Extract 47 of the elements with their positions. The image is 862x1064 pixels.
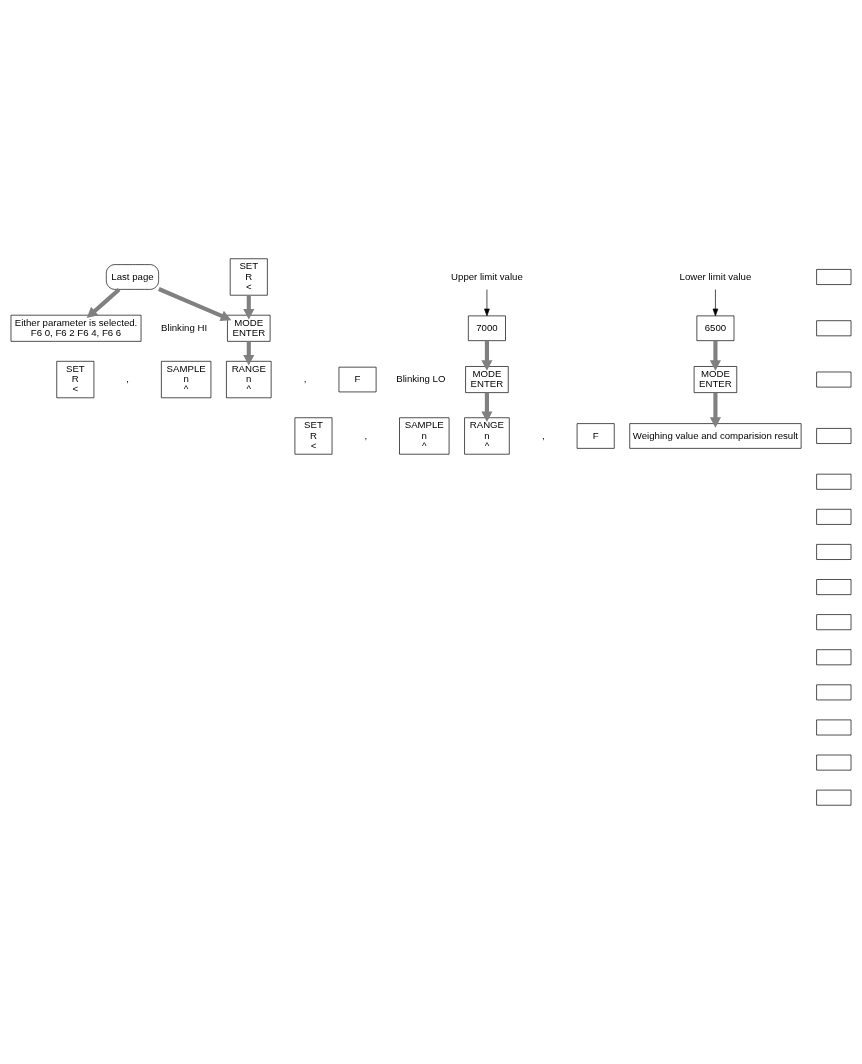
node-box: Weighing value and comparision result (629, 423, 802, 449)
node-box: SET R < (294, 417, 333, 455)
node-box: 6500 (696, 315, 735, 341)
node-box (816, 789, 852, 806)
node-box: Either parameter is selected. F6 0, F6 2 F6 4, F6 6 (10, 314, 142, 342)
arrow (86, 287, 121, 319)
arrow (712, 289, 719, 317)
node-box (816, 473, 852, 490)
node-box (816, 269, 852, 285)
node-box: RANGE n ^ (226, 360, 272, 399)
node-box (816, 649, 852, 666)
node-box (816, 684, 852, 701)
node-box (816, 579, 852, 595)
node-box: F (576, 423, 615, 449)
node-box (816, 371, 852, 388)
node-box: MODE ENTER (227, 314, 271, 342)
node-box: SAMPLE n ^ (161, 360, 212, 399)
node-box: MODE ENTER (693, 366, 738, 393)
node-box (816, 508, 852, 525)
label: , (303, 373, 307, 385)
node-text: Lower limit value (679, 270, 752, 282)
node-box (816, 719, 852, 736)
arrow (481, 340, 493, 371)
node-box (816, 754, 852, 771)
arrow (709, 340, 721, 371)
label: , (364, 429, 368, 441)
node-box: SET R < (56, 360, 95, 399)
node-box: SET R < (229, 258, 268, 296)
node-text: Upper limit value (451, 270, 523, 282)
node-box: 7000 (468, 315, 506, 341)
node-label: Blinking LO (396, 373, 446, 385)
node-box (816, 320, 852, 337)
node-box: RANGE n ^ (464, 417, 510, 455)
node-box (816, 428, 852, 444)
arrow (481, 392, 493, 423)
node-box: MODE ENTER (465, 366, 509, 393)
arrow (158, 287, 232, 322)
node-box (816, 614, 852, 631)
arrow (484, 289, 490, 317)
node-box: F (338, 366, 377, 393)
arrow (709, 392, 721, 428)
label: , (126, 373, 129, 385)
node-box (816, 544, 852, 560)
label: , (542, 429, 545, 441)
node-label: Blinking HI (161, 321, 208, 333)
node-box: SAMPLE n ^ (399, 417, 450, 455)
node-box: Last page (105, 264, 159, 290)
